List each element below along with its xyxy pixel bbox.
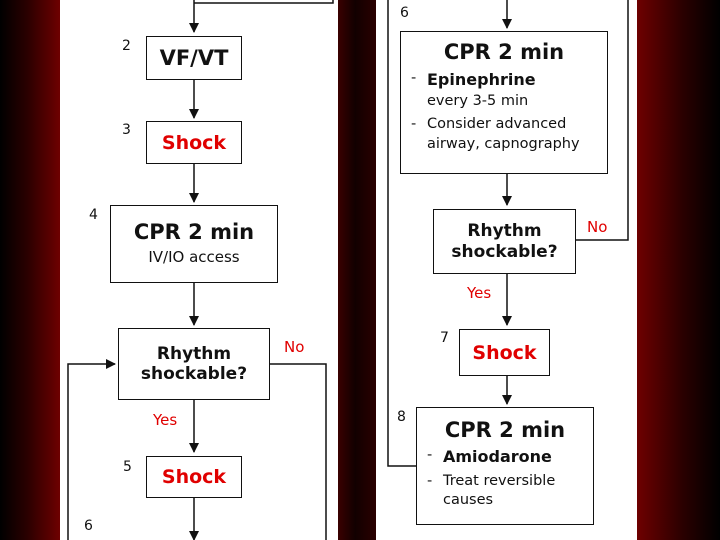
step-6-cpr-box: CPR 2 min - Epinephrine every 3-5 min - … [400,31,608,174]
step-2-number: 2 [122,38,131,54]
epinephrine-label: Epinephrine [427,70,536,90]
decision-left-yes-label: Yes [153,411,178,429]
airway-line1: Consider advanced [427,116,567,133]
no-branch-line-left [270,363,327,540]
decision-right-line2: shockable? [451,241,558,262]
step-7-shock-box: Shock [459,329,550,376]
step-2-box: VF/VT [146,36,242,80]
step-5-label: Shock [161,466,227,488]
step-5-number: 5 [123,459,132,475]
top-loop-line [194,0,334,4]
epinephrine-dosing: every 3-5 min [427,92,529,109]
step-6-list: - Epinephrine every 3-5 min - Consider a… [401,69,607,154]
step-4-title: CPR 2 min [133,220,255,245]
step-8-item-reversible-causes: - Treat reversible causes [427,472,556,509]
step-6-title: CPR 2 min [443,40,565,64]
decision-right-no-label: No [587,218,608,236]
decision-left-no-label: No [284,338,305,356]
step-8-cpr-box: CPR 2 min - Amiodarone - Treat reversibl… [416,407,594,525]
decision-left-line1: Rhythm [156,343,232,364]
step-7-label: Shock [472,341,537,364]
return-loop-line-left [67,359,116,540]
step-8-list: - Amiodarone - Treat reversible causes [417,446,593,511]
step-4-number: 4 [89,207,98,223]
decision-left-line2: shockable? [140,364,248,384]
step-6-item-airway: - Consider advanced airway, capnography [411,116,580,152]
step-3-shock-box: Shock [146,121,242,164]
reversible-causes-line1: Treat reversible [443,472,556,489]
step-6-number-right: 6 [400,5,409,21]
step-8-item-amiodarone: - Amiodarone [427,447,552,467]
decision-box-right: Rhythm shockable? [433,209,576,274]
backdrop-center [338,0,376,540]
decision-right-yes-label: Yes [467,284,492,302]
step-8-title: CPR 2 min [444,418,566,442]
decision-right-line1: Rhythm [467,221,542,242]
step-5-shock-box: Shock [146,456,242,498]
return-loop-line-right [387,0,416,467]
backdrop-left [0,0,60,540]
step-3-number: 3 [122,122,131,138]
step-6-item-epinephrine: - Epinephrine every 3-5 min [411,70,536,109]
step-3-label: Shock [161,131,227,154]
reversible-causes-line2: causes [443,492,494,509]
amiodarone-label: Amiodarone [443,447,552,467]
decision-box-left: Rhythm shockable? [118,328,270,400]
step-8-number: 8 [397,409,406,425]
backdrop-right [637,0,720,540]
no-branch-line-right [576,0,629,241]
step-6-number-left: 6 [84,518,93,534]
step-4-cpr-box: CPR 2 min IV/IO access [110,205,278,283]
step-7-number: 7 [440,330,449,346]
airway-line2: airway, capnography [427,135,580,152]
step-2-label: VF/VT [159,45,229,70]
step-4-detail: IV/IO access [148,248,240,267]
